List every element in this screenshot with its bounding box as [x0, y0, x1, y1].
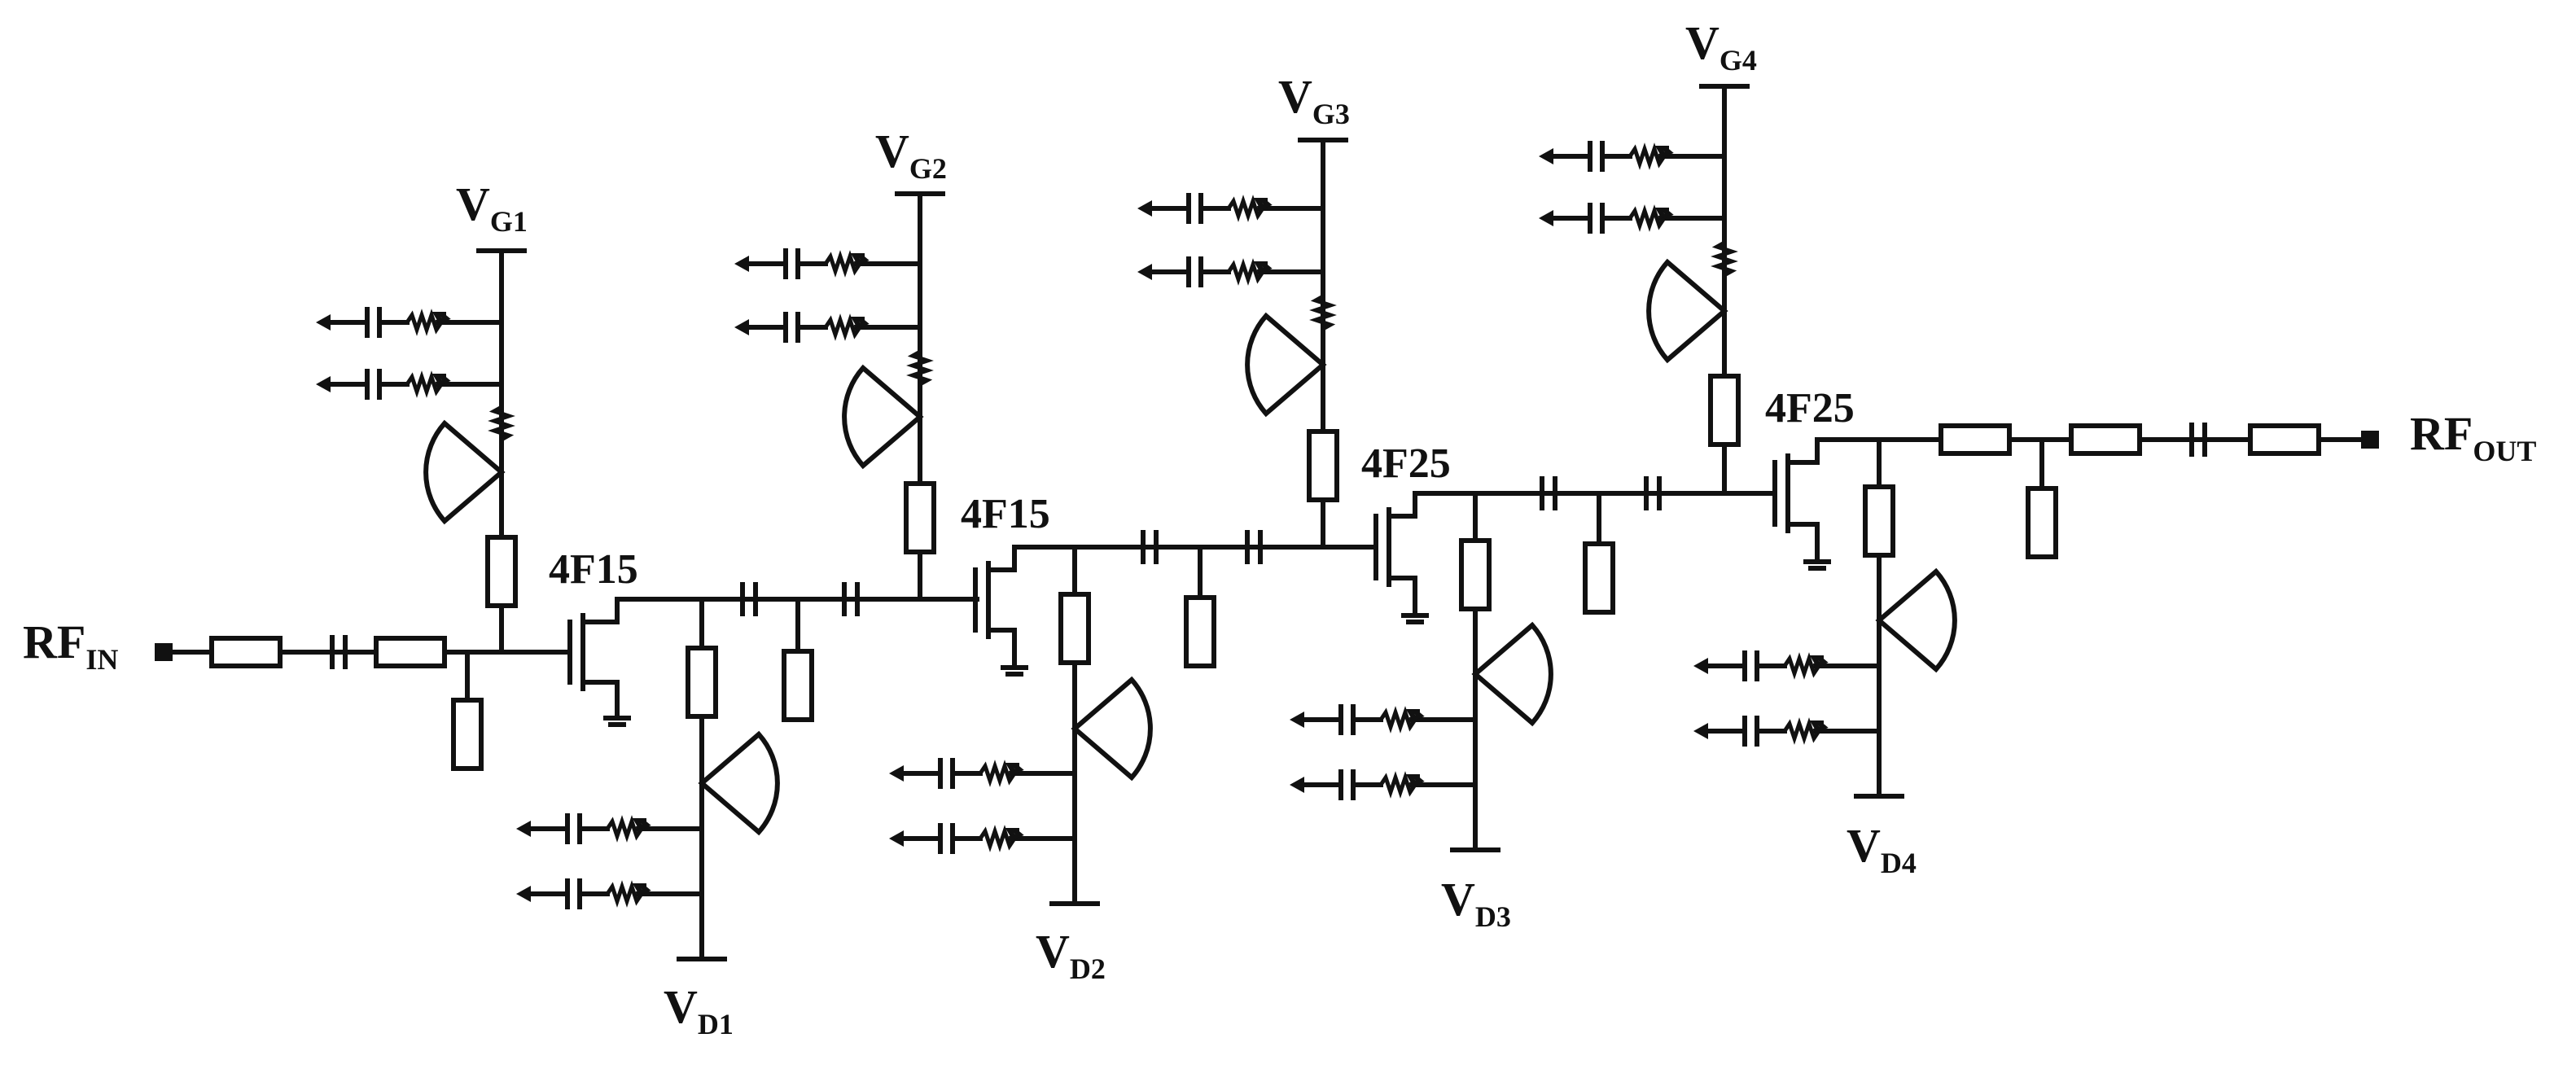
interstage-2-shunt-stub: [1186, 598, 1214, 666]
stage-2: VG2 4F15 VD2: [734, 125, 1378, 985]
vg1-bias-resistor: [494, 407, 509, 440]
svg-text:RFIN: RFIN: [23, 615, 118, 676]
interstage-1-shunt-stub: [784, 651, 812, 720]
output-series-line-2: [2071, 426, 2140, 453]
input-series-line-1: [212, 638, 280, 666]
svg-text:VD2: VD2: [1036, 925, 1106, 985]
vd2-decoupling-2: [889, 826, 1075, 852]
vg4-radial-stub: [1649, 262, 1724, 360]
vg1-label: V: [456, 177, 490, 230]
svg-text:RFOUT: RFOUT: [2410, 407, 2536, 467]
vg2-bias-resistor: [913, 352, 927, 384]
vd2-label: V: [1036, 925, 1070, 978]
input-series-line-2: [376, 638, 445, 666]
vg4-label: V: [1685, 16, 1720, 69]
vd4-radial-stub: [1879, 572, 1955, 669]
vg1-series-line: [488, 537, 515, 606]
vg3-radial-stub: [1247, 316, 1323, 414]
vg4-decoupling-2: [1539, 205, 1724, 231]
vd4-label: V: [1847, 819, 1881, 872]
vd1-decoupling-1: [516, 816, 702, 842]
rf-output-port: RFOUT: [2361, 407, 2536, 467]
vd1-radial-stub: [702, 734, 778, 832]
vg2-label: V: [875, 125, 909, 177]
svg-text:VG2: VG2: [875, 125, 947, 185]
output-series-line-3: [2250, 426, 2319, 453]
vg2-radial-stub: [844, 368, 920, 466]
vg3-decoupling-2: [1137, 259, 1323, 285]
stage-4: VG4 4F25 VD4: [1539, 16, 2364, 879]
vd4-decoupling-2: [1693, 718, 1879, 744]
vg1-decoupling-2: [316, 371, 502, 397]
output-shunt-stub: [2028, 488, 2056, 557]
rf-in-label: RF: [23, 615, 85, 668]
vd1-label: V: [664, 980, 698, 1033]
vg2-series-line: [906, 484, 934, 552]
stage-3-device-label: 4F25: [1361, 440, 1451, 487]
interstage-3-shunt-stub: [1585, 544, 1613, 612]
svg-text:VG1: VG1: [456, 177, 528, 238]
vd2-radial-stub: [1075, 680, 1150, 777]
input-shunt-stub: [453, 700, 481, 769]
vd3-radial-stub: [1475, 625, 1551, 723]
stage-1: VG1 4F15 VD1: [316, 177, 979, 1040]
vg4-bias-resistor: [1717, 243, 1732, 275]
vg2-decoupling-1: [734, 251, 920, 277]
vd2-decoupling-1: [889, 760, 1075, 786]
vd4-decoupling-1: [1693, 653, 1879, 679]
svg-text:VG3: VG3: [1278, 70, 1350, 130]
vd3-decoupling-2: [1290, 772, 1475, 798]
stage-4-device-label: 4F25: [1765, 385, 1855, 431]
vg4-decoupling-1: [1539, 143, 1724, 169]
vd3-label: V: [1441, 873, 1475, 926]
rf-input-port: RFIN: [23, 615, 173, 676]
rf-in-terminal: [155, 643, 173, 661]
vd3-series-line: [1461, 541, 1489, 609]
output-series-line-1: [1941, 426, 2009, 453]
vg1-radial-stub: [426, 423, 502, 521]
rf-in-subscript: IN: [85, 643, 118, 676]
vd3-decoupling-1: [1290, 707, 1475, 733]
vg1-decoupling-1: [316, 309, 502, 335]
vd2-series-line: [1061, 594, 1089, 663]
vg3-label: V: [1278, 70, 1312, 123]
svg-text:VD4: VD4: [1847, 819, 1917, 879]
vg3-decoupling-1: [1137, 195, 1323, 221]
svg-text:VD1: VD1: [664, 980, 734, 1040]
stage-3: VG3 4F25 VD3: [1137, 70, 1777, 933]
rf-out-subscript: OUT: [2473, 435, 2536, 467]
rf-out-label: RF: [2410, 407, 2473, 460]
vg3-series-line: [1309, 431, 1337, 500]
rf-out-terminal: [2361, 431, 2379, 449]
vd1-series-line: [688, 648, 716, 716]
svg-text:VD3: VD3: [1441, 873, 1511, 933]
svg-text:VG4: VG4: [1685, 16, 1757, 77]
vg2-decoupling-2: [734, 314, 920, 340]
vg3-bias-resistor: [1316, 296, 1330, 329]
stage-2-device-label: 4F15: [961, 491, 1050, 537]
vd4-series-line: [1865, 487, 1893, 555]
stage-1-device-label: 4F15: [549, 546, 638, 593]
vd1-decoupling-2: [516, 881, 702, 907]
vg4-series-line: [1711, 376, 1738, 445]
